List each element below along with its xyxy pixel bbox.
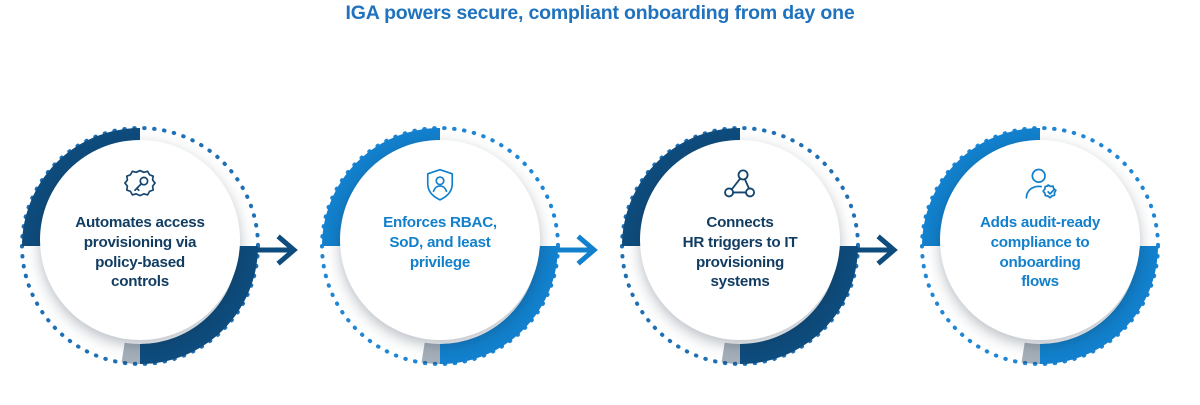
process-step-4: Adds audit-ready compliance to onboardin… [912, 118, 1168, 374]
step-4-line-1: Adds audit-ready [979, 214, 1101, 231]
arrow-step-1-to-2 [254, 234, 298, 266]
step-4-label: Adds audit-ready compliance to onboardin… [956, 213, 1124, 292]
step-1-ring-graphic [20, 126, 260, 366]
network-nodes-icon [724, 169, 756, 198]
step-2-line-1: Enforces RBAC, [383, 214, 497, 231]
ring-accent-arc-top [322, 128, 441, 247]
step-4-content: Adds audit-ready compliance to onboardin… [940, 140, 1140, 340]
step-1-line-2: provisioning via [83, 233, 197, 251]
ring-accent-arc-top [22, 128, 141, 247]
process-step-2: Enforces RBAC, SoD, and least privilege [312, 118, 568, 374]
step-3-label: Connects HR triggers to IT provisioning … [656, 213, 824, 292]
person-verified-icon [1025, 168, 1057, 199]
step-4-line-4: flows [1021, 273, 1059, 291]
ring-accent-arc-bottom [1039, 245, 1158, 364]
step-2-label: Enforces RBAC, SoD, and least privilege [356, 213, 524, 272]
step-3-line-4: systems [710, 273, 770, 291]
ring-accent-arc-bottom [439, 245, 558, 364]
step-4-line-2: compliance to [990, 233, 1090, 251]
ring-accent-arc-bottom [139, 245, 258, 364]
shield-person-icon [426, 168, 454, 201]
gear-key-icon [124, 169, 156, 197]
step-3-line-3: provisioning [695, 253, 785, 271]
process-flow-diagram: Automates access provisioning via policy… [0, 118, 1200, 378]
step-1-line-3: policy-based [95, 253, 185, 271]
ring-accent-arc-top [922, 128, 1041, 247]
step-2-line-3: privilege [409, 253, 471, 271]
page-title: IGA powers secure, compliant onboarding … [345, 2, 855, 24]
ring-accent-arc-top [622, 128, 741, 247]
step-2-ring-graphic [320, 126, 560, 366]
process-step-3: Connects HR triggers to IT provisioning … [612, 118, 868, 374]
step-4-line-3: onboarding [999, 253, 1081, 271]
step-3-line-1: Connects [706, 214, 774, 231]
step-3-line-2: HR triggers to IT [682, 233, 798, 251]
step-1-line-4: controls [111, 273, 169, 291]
step-2-content: Enforces RBAC, SoD, and least privilege [340, 140, 540, 340]
step-1-line-1: Automates access [75, 214, 205, 231]
step-1-label: Automates access provisioning via policy… [56, 213, 224, 292]
process-step-1: Automates access provisioning via policy… [12, 118, 268, 374]
step-4-ring-graphic [920, 126, 1160, 366]
arrow-step-2-to-3 [554, 234, 598, 266]
arrow-step-3-to-4 [854, 234, 898, 266]
step-3-ring-graphic [620, 126, 860, 366]
ring-accent-arc-bottom [739, 245, 858, 364]
step-2-line-2: SoD, and least [389, 233, 491, 251]
step-1-content: Automates access provisioning via policy… [40, 140, 240, 340]
step-3-content: Connects HR triggers to IT provisioning … [640, 140, 840, 340]
